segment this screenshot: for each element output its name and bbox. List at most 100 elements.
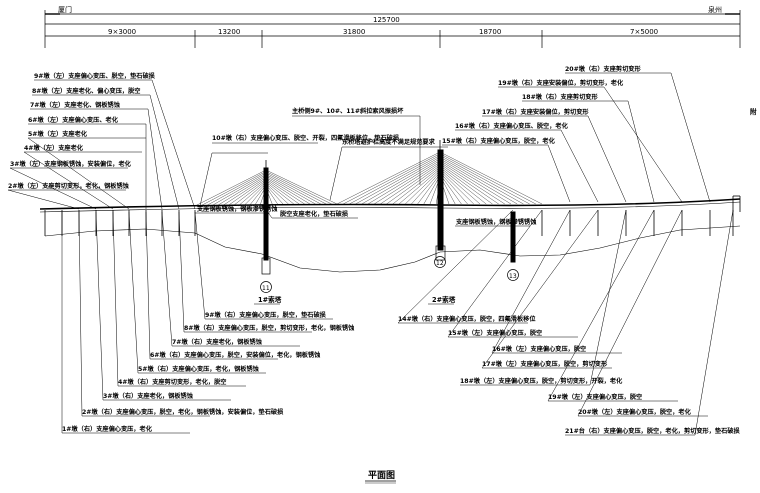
stay-cable bbox=[439, 167, 487, 205]
stay-cable bbox=[265, 175, 316, 205]
stay-cable bbox=[439, 173, 462, 205]
defect-label: 15#墩（右）支座偏心变压，脱空，老化 bbox=[442, 137, 556, 145]
leader-line bbox=[547, 209, 655, 402]
middle-annotations bbox=[195, 115, 530, 227]
span-segment: 18700 bbox=[479, 28, 501, 36]
upper-left-labels: 9#墩（左）支座偏心变压、脱空，垫石破损 8#墩（左）支座老化、偏心变压，脱空 7#… bbox=[7, 72, 196, 210]
defect-label: 21#台（右）支座偏心变压，脱空，老化，剪切变形，垫石破损 bbox=[565, 427, 740, 435]
stay-cable bbox=[439, 168, 481, 205]
circle-marker-text: 13 bbox=[509, 273, 517, 280]
leader-line bbox=[23, 151, 114, 210]
span-segment: 13200 bbox=[218, 28, 240, 36]
leader-line bbox=[78, 211, 83, 417]
defect-label: 2#墩（左）支座剪切变形，老化，钢板锈蚀 bbox=[8, 182, 130, 190]
defect-label: 4#墩（右）支座剪切变形，老化，脱空 bbox=[118, 378, 227, 386]
stay-cable bbox=[194, 169, 267, 207]
pier10-label: 10#墩（右）支座偏心变压、脱空、开裂，四氟滑板移位，垫石破损 bbox=[212, 134, 400, 142]
total-length: 125700 bbox=[373, 16, 400, 24]
leader-line bbox=[670, 72, 711, 203]
tower-2 bbox=[435, 140, 446, 261]
stay-cable bbox=[349, 155, 441, 205]
tower-1-label: 1#索塔 bbox=[258, 295, 282, 304]
stay-cable bbox=[248, 184, 267, 207]
stay-cable bbox=[392, 167, 441, 205]
defect-label: 3#墩（左）支座钢板锈蚀，安装偏位，老化 bbox=[10, 160, 132, 168]
stay-cable bbox=[380, 163, 441, 205]
defect-label: 7#墩（左）支座老化、钢板锈蚀 bbox=[30, 101, 121, 109]
leader-line bbox=[577, 209, 683, 417]
leader-line bbox=[147, 108, 163, 210]
stay-cable bbox=[265, 172, 327, 205]
leader-line bbox=[547, 144, 571, 203]
stay-cable bbox=[439, 163, 499, 205]
defect-label: 4#墩（左）支座老化 bbox=[24, 144, 84, 152]
defect-label: 19#墩（右）支座安装偏位，剪切变形，老化 bbox=[498, 79, 624, 87]
tower-2-label: 2#索塔 bbox=[432, 295, 456, 304]
stay-cable bbox=[439, 156, 524, 205]
ground-line bbox=[44, 225, 741, 273]
circle-marker-12: 12 bbox=[434, 256, 446, 268]
defect-label: 16#墩（左）支座偏心变压，脱空 bbox=[492, 345, 586, 353]
leader-line bbox=[7, 189, 80, 210]
defect-label: 14#墩（右）支座偏心变压，脱空，四氟滑板移位 bbox=[398, 315, 536, 323]
upper-right-labels: 20#墩（右）支座剪切变形19#墩（右）支座安装偏位，剪切变形，老化18#墩（右… bbox=[442, 65, 711, 203]
stay-cable bbox=[211, 174, 267, 207]
stay-cable bbox=[436, 179, 441, 205]
stay-cable bbox=[386, 165, 441, 205]
span-segment: 7×5000 bbox=[630, 28, 658, 36]
span-segment: 9×3000 bbox=[108, 28, 136, 36]
leader-line bbox=[149, 94, 180, 210]
stay-cable bbox=[221, 177, 267, 207]
stay-cable bbox=[355, 156, 441, 205]
defect-label: 1#墩（右）支座偏心变压，老化 bbox=[62, 425, 153, 433]
defect-label: 5#墩（右）支座偏心变压，老化，钢板锈蚀 bbox=[138, 365, 260, 373]
lower-right-labels: 14#墩（右）支座偏心变压，脱空，四氟滑板移位 15#墩（左）支座偏心变压，脱空 1… bbox=[397, 209, 740, 436]
defect-label: 18#墩（右）支座剪切变形 bbox=[522, 93, 598, 101]
defect-label: 9#墩（左）支座偏心变压、脱空，垫石破损 bbox=[34, 72, 156, 80]
leader-line bbox=[161, 211, 173, 347]
dimension-lines bbox=[44, 10, 741, 48]
leader-line bbox=[627, 100, 655, 203]
stay-cable bbox=[439, 158, 518, 205]
leader-line bbox=[481, 209, 599, 369]
defect-label: 17#墩（左）支座偏心变压，脱空，剪切变形 bbox=[482, 360, 608, 368]
stay-cable bbox=[265, 174, 321, 205]
defect-label: 5#墩（左）支座老化 bbox=[28, 130, 88, 138]
stay-cable bbox=[265, 184, 284, 205]
pier13-deck-label: 支座钢板锈蚀，钢板渗锈锈蚀 bbox=[455, 218, 537, 226]
stay-cable bbox=[227, 178, 267, 207]
leader-line bbox=[560, 129, 599, 203]
stay-cable bbox=[439, 153, 536, 205]
stay-cable bbox=[265, 183, 289, 205]
span-segment: 31800 bbox=[343, 28, 365, 36]
stay-cable bbox=[439, 160, 512, 205]
defect-label: 7#墩（右）支座老化，钢板锈蚀 bbox=[172, 338, 263, 346]
leader-line bbox=[587, 115, 627, 203]
stay-cable bbox=[259, 187, 267, 207]
tower-note-label: 东桥塔避护栏高度不满足规范要求 bbox=[342, 138, 436, 146]
stay-cable bbox=[216, 175, 267, 207]
defect-label: 18#墩（左）支座偏心变压，脱空，剪切变形，开裂，老化 bbox=[460, 377, 623, 385]
stay-cable bbox=[439, 155, 530, 205]
defect-label: 19#墩（左）支座偏心变压，脱空 bbox=[548, 393, 642, 401]
defect-label: 16#墩（右）支座偏心变压、脱空，老化 bbox=[455, 122, 569, 130]
leader-line bbox=[128, 211, 139, 374]
stay-cable bbox=[265, 169, 338, 205]
defect-label: 15#墩（左）支座偏心变压，脱空 bbox=[448, 329, 542, 337]
circle-marker-11: 11 bbox=[260, 281, 272, 293]
stay-cable bbox=[200, 171, 267, 207]
leader-line bbox=[603, 86, 683, 203]
stay-cable bbox=[439, 151, 543, 205]
leader-line bbox=[447, 209, 543, 338]
stay-cable bbox=[439, 170, 474, 205]
stay-cable bbox=[343, 153, 441, 205]
leader-line bbox=[9, 167, 97, 210]
defect-label: 2#墩（右）支座偏心变压，脱空，老化，钢板锈蚀，安装偏位，垫石破损 bbox=[82, 408, 284, 416]
circle-marker-13: 13 bbox=[507, 269, 519, 281]
stay-cable bbox=[265, 186, 278, 205]
defect-label: 8#墩（左）支座老化、偏心变压，脱空 bbox=[32, 87, 141, 95]
right-edge-text: 附 bbox=[750, 107, 757, 116]
lower-left-labels: 9#墩（右）支座偏心变压，脱空，垫石破损8#墩（右）支座偏心变压，脱空，剪切变形… bbox=[61, 211, 355, 434]
defect-label: 9#墩（右）支座偏心变压，脱空，垫石破损 bbox=[205, 311, 327, 319]
